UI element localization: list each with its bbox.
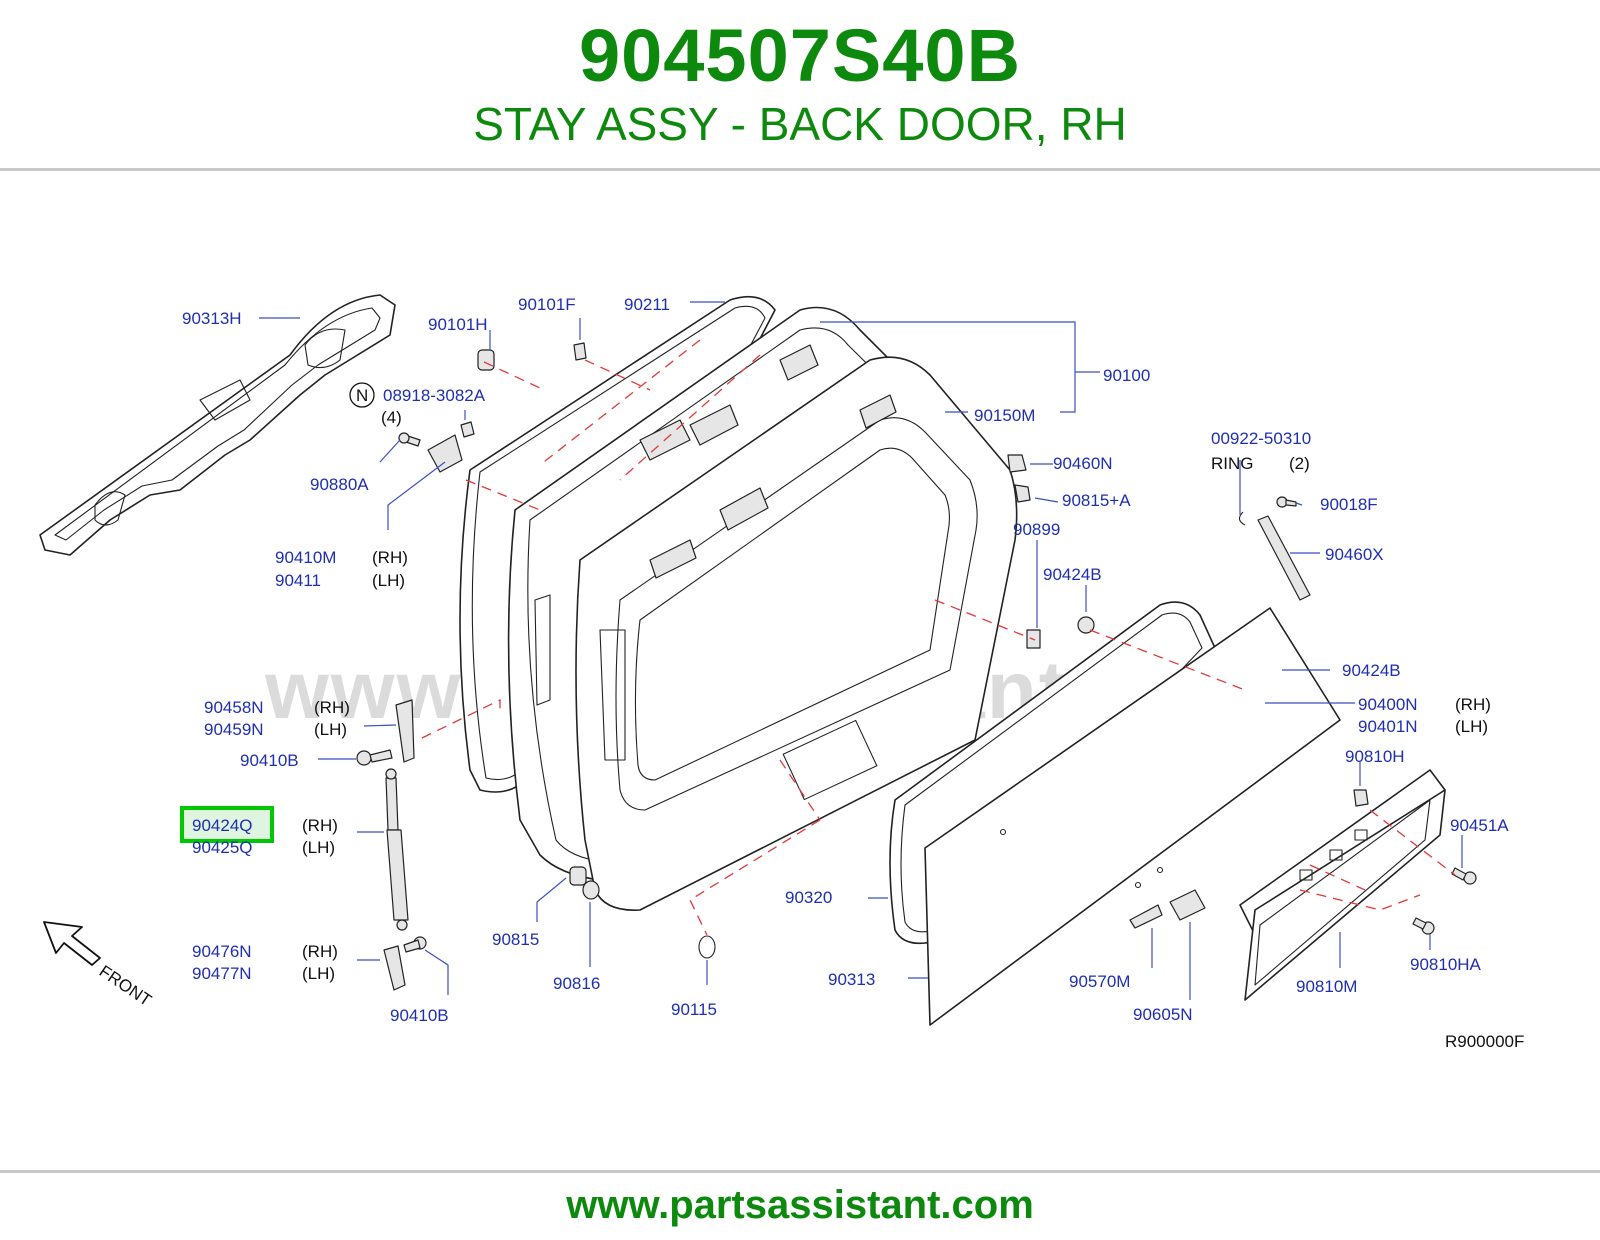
front-arrow-icon <box>43 921 101 966</box>
front-direction-indicator: FRONT <box>43 921 155 1010</box>
side-90400N: (RH) <box>1455 695 1491 714</box>
footer-url[interactable]: www.partsassistant.com <box>566 1183 1034 1227</box>
label-90410M[interactable]: 90410M <box>275 548 336 567</box>
label-90424Q[interactable]: 90424Q <box>192 816 253 835</box>
label-00922-50310[interactable]: 00922-50310 <box>1211 429 1311 448</box>
nut-90424B-upper <box>1077 616 1095 634</box>
label-90320[interactable]: 90320 <box>785 888 832 907</box>
label-90451A[interactable]: 90451A <box>1450 816 1509 835</box>
side-90425Q: (LH) <box>302 838 335 857</box>
label-90424B-upper[interactable]: 90424B <box>1043 565 1102 584</box>
qty-ring: (2) <box>1289 454 1310 473</box>
side-90424Q: (RH) <box>302 816 338 835</box>
label-08918-3082A[interactable]: 08918-3082A <box>383 386 486 405</box>
trim-panel-90313H <box>39 294 396 556</box>
footer-divider <box>0 1170 1600 1173</box>
label-90810H[interactable]: 90810H <box>1345 747 1405 766</box>
side-90476N: (RH) <box>302 942 338 961</box>
front-label: FRONT <box>96 962 155 1010</box>
plug-90115 <box>698 935 716 959</box>
back-door-inner-panel <box>534 356 1018 911</box>
bolt-90410B-upper <box>356 749 393 766</box>
label-90810M[interactable]: 90810M <box>1296 977 1357 996</box>
label-90018F[interactable]: 90018F <box>1320 495 1378 514</box>
label-90410B-upper[interactable]: 90410B <box>240 751 299 770</box>
label-90424B-right[interactable]: 90424B <box>1342 661 1401 680</box>
label-90101H[interactable]: 90101H <box>428 315 488 334</box>
n-symbol-letter: N <box>356 386 368 405</box>
label-90815-A[interactable]: 90815+A <box>1062 491 1131 510</box>
bracket-90570M <box>1129 904 1163 929</box>
label-90899[interactable]: 90899 <box>1013 520 1060 539</box>
hardware-90101F-clip <box>573 342 587 361</box>
n-symbol-circle <box>349 382 375 408</box>
ring-00922 <box>1238 511 1246 526</box>
back-door-stay-90424Q <box>385 768 409 931</box>
hardware-90101H-bumper <box>477 349 495 371</box>
callout-labels: 90313H 90101H 90101F 90211 90100 N 08918… <box>180 295 1524 1051</box>
side-90410M: (RH) <box>372 548 408 567</box>
label-90101F[interactable]: 90101F <box>518 295 576 314</box>
label-90313[interactable]: 90313 <box>828 970 875 989</box>
nut-90810H <box>1353 789 1369 807</box>
label-90460X[interactable]: 90460X <box>1325 545 1384 564</box>
label-90425Q[interactable]: 90425Q <box>192 838 253 857</box>
label-90605N[interactable]: 90605N <box>1133 1005 1193 1024</box>
hinge-90410M <box>427 434 463 473</box>
leader-lines <box>259 301 1463 1000</box>
label-90115[interactable]: 90115 <box>671 1000 717 1019</box>
label-90458N[interactable]: 90458N <box>204 698 264 717</box>
label-90410B-lower[interactable]: 90410B <box>390 1006 449 1025</box>
side-90411: (LH) <box>372 571 405 590</box>
back-door-glass-90313 <box>924 607 1341 1026</box>
hardware-90018F-bolt <box>1276 496 1297 508</box>
part-description: STAY ASSY - BACK DOOR, RH <box>473 98 1127 150</box>
hardware-90880A-bolt <box>398 432 421 447</box>
screw-90451A <box>1451 867 1477 885</box>
label-90477N[interactable]: 90477N <box>192 964 252 983</box>
bracket-90476N <box>383 945 406 991</box>
label-90880A[interactable]: 90880A <box>310 475 369 494</box>
label-90460N[interactable]: 90460N <box>1053 454 1113 473</box>
assembly-guides <box>421 339 1456 936</box>
label-90401N[interactable]: 90401N <box>1358 717 1418 736</box>
bumper-90815 <box>569 866 587 886</box>
header: 904507S40B STAY ASSY - BACK DOOR, RH <box>0 0 1600 170</box>
stopper-90605N <box>1169 889 1206 921</box>
label-90816[interactable]: 90816 <box>553 974 600 993</box>
side-90458N: (RH) <box>314 698 350 717</box>
cap-90816 <box>582 880 600 900</box>
finisher-90810M <box>1239 769 1446 1001</box>
hardware-08918-nut <box>460 421 475 438</box>
label-90411[interactable]: 90411 <box>275 571 321 590</box>
label-90810HA[interactable]: 90810HA <box>1410 955 1482 974</box>
header-divider <box>0 168 1600 171</box>
side-90401N: (LH) <box>1455 717 1488 736</box>
highlight-box-90424Q <box>180 806 274 843</box>
label-90313H[interactable]: 90313H <box>182 309 242 328</box>
hardware-90815A-clip <box>1014 484 1031 503</box>
side-90459N: (LH) <box>314 720 347 739</box>
qty-08918-3082A: (4) <box>381 408 402 427</box>
label-90476N[interactable]: 90476N <box>192 942 252 961</box>
label-90211[interactable]: 90211 <box>624 295 670 314</box>
bolt-90410B-lower <box>403 936 427 953</box>
screw-90810HA <box>1412 917 1435 935</box>
label-90815[interactable]: 90815 <box>492 930 539 949</box>
diagram-code: R900000F <box>1445 1032 1524 1051</box>
side-90477N: (LH) <box>302 964 335 983</box>
label-90400N[interactable]: 90400N <box>1358 695 1418 714</box>
bracket-90458N <box>395 699 415 763</box>
label-90100[interactable]: 90100 <box>1103 366 1150 385</box>
label-ring: RING <box>1211 454 1254 473</box>
part-number-title: 904507S40B <box>578 14 1022 97</box>
label-90570M[interactable]: 90570M <box>1069 972 1130 991</box>
label-90459N[interactable]: 90459N <box>204 720 264 739</box>
hardware-90460N-bumper <box>1007 454 1027 473</box>
stay-90460X <box>1257 515 1311 601</box>
label-90150M[interactable]: 90150M <box>974 406 1035 425</box>
